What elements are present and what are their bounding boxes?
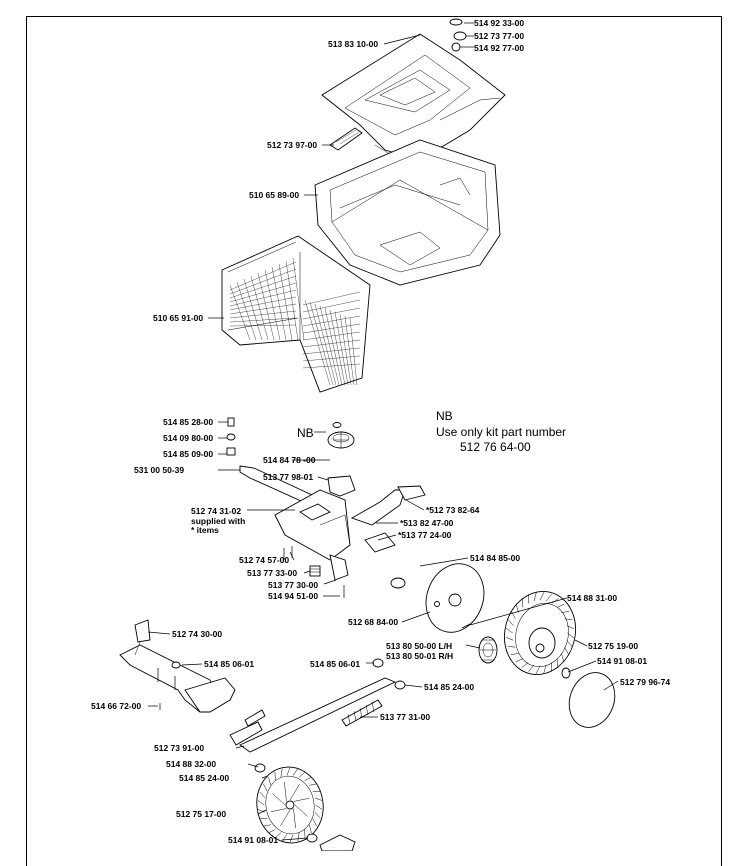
label-510-65-91-00: 510 65 91-00 — [153, 313, 203, 323]
label-512-74-31-02: 512 74 31-02 — [191, 506, 241, 516]
wheel-gear — [479, 637, 497, 663]
label-513-82-47-00: *513 82 47-00 — [400, 518, 453, 528]
label-514-84-85-00: 514 84 85-00 — [470, 553, 520, 563]
label-512-73-97-00: 512 73 97-00 — [267, 140, 317, 150]
note-line: Use only kit part number — [436, 425, 566, 440]
label-514-91-08-01-left: 514 91 08-01 — [228, 835, 278, 845]
label-513-77-31-00: 513 77 31-00 — [380, 712, 430, 722]
label-514-92-33-00: 514 92 33-00 — [474, 18, 524, 28]
label-513-80-50-00-lh: 513 80 50-00 L/H — [386, 641, 452, 651]
label-513-77-30-00: 513 77 30-00 — [268, 580, 318, 590]
wheel-washer-right — [562, 668, 570, 678]
catcher-frame — [315, 140, 500, 285]
label-514-09-80-00: 514 09 80-00 — [163, 433, 213, 443]
label-514-91-08-01-right: 514 91 08-01 — [597, 656, 647, 666]
note-kit-number: 512 76 64-00 — [460, 440, 531, 455]
nb-marker: NB — [297, 426, 314, 441]
label-514-85-28-00: 514 85 28-00 — [163, 417, 213, 427]
label-512-74-57-00: 512 74 57-00 — [239, 555, 289, 565]
label-514-85-06-01-left: 514 85 06-01 — [204, 659, 254, 669]
rear-axle — [230, 678, 395, 752]
label-514-88-31-00: 514 88 31-00 — [567, 593, 617, 603]
label-items: * items — [191, 525, 219, 535]
label-531-00-50-39: 531 00 50-39 — [134, 465, 184, 475]
label-513-77-98-01: 513 77 98-01 — [263, 472, 313, 482]
label-514-85-06-01-right: 514 85 06-01 — [310, 659, 360, 669]
handle-grip — [330, 128, 362, 150]
label-512-73-82-64: *512 73 82-64 — [426, 505, 479, 515]
label-513-80-50-01-rh: 513 80 50-01 R/H — [386, 651, 453, 661]
label-514-92-77-00: 514 92 77-00 — [474, 43, 524, 53]
note-heading: NB — [436, 409, 453, 424]
label-514-85-09-00: 514 85 09-00 — [163, 449, 213, 459]
rear-right-hubcap — [391, 556, 493, 641]
label-512-68-84-00: 512 68 84-00 — [348, 617, 398, 627]
label-514-85-24-00-left: 514 85 24-00 — [179, 773, 229, 783]
label-514-85-24-00-right: 514 85 24-00 — [424, 682, 474, 692]
spring-part — [310, 566, 320, 576]
label-513-77-24-00: *513 77 24-00 — [398, 530, 451, 540]
pulley-assembly — [328, 423, 354, 449]
hubcap-disc-right — [562, 666, 622, 734]
label-514-66-72-00: 514 66 72-00 — [91, 701, 141, 711]
label-513-83-10-00: 513 83 10-00 — [328, 39, 378, 49]
label-512-73-91-00: 512 73 91-00 — [154, 743, 204, 753]
clip-parts — [450, 19, 466, 51]
label-513-77-33-00: 513 77 33-00 — [247, 568, 297, 578]
label-514-88-32-00: 514 88 32-00 — [166, 759, 216, 769]
screw-stack — [227, 418, 235, 455]
label-514-84-78-00: 514 84 78 -00 — [263, 455, 315, 465]
label-514-94-51-00: 514 94 51-00 — [268, 591, 318, 601]
label-512-75-19-00: 512 75 19-00 — [588, 641, 638, 651]
label-512-73-77-00: 512 73 77-00 — [474, 31, 524, 41]
label-512-74-30-00: 512 74 30-00 — [172, 629, 222, 639]
label-512-75-17-00: 512 75 17-00 — [176, 809, 226, 819]
label-510-65-89-00: 510 65 89-00 — [249, 190, 299, 200]
label-512-79-96-74: 512 79 96-74 — [620, 677, 670, 687]
